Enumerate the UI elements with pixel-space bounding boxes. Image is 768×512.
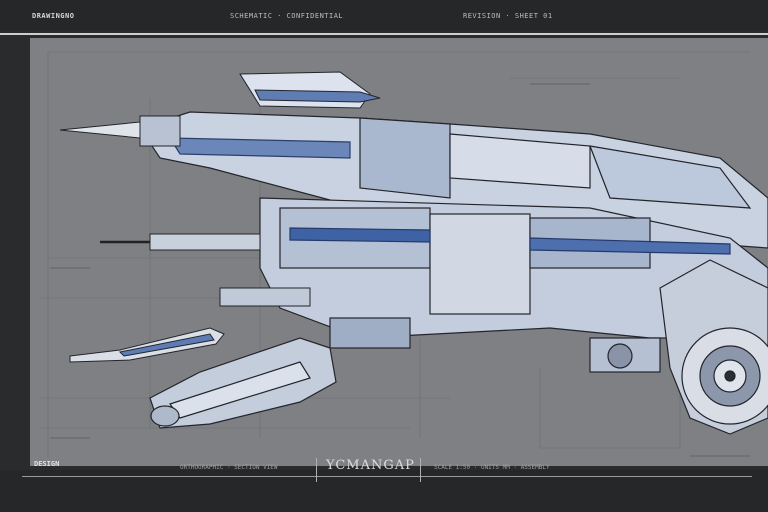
header-bar: DRAWINGNO SCHEMATIC · CONFIDENTIAL REVIS… xyxy=(0,0,768,30)
lower-thruster-pod xyxy=(149,337,337,429)
header-right-label: REVISION · SHEET 01 xyxy=(463,12,553,20)
top-turret xyxy=(239,71,381,109)
footer-left-caption: ORTHOGRAPHIC · SECTION VIEW xyxy=(180,464,278,471)
footer-logo: DESIGN xyxy=(34,460,60,468)
footer-bar xyxy=(0,470,768,512)
side-cannons xyxy=(69,233,311,363)
footer-rule xyxy=(22,476,752,477)
blueprint-sheet xyxy=(30,38,768,466)
header-left-label: DRAWINGNO xyxy=(32,12,75,20)
rear-engine-ring xyxy=(589,259,768,435)
dimension-marks xyxy=(50,83,750,457)
footer-divider-left xyxy=(316,458,317,482)
nose-spike xyxy=(59,115,181,147)
header-center-label: SCHEMATIC · CONFIDENTIAL xyxy=(230,12,344,20)
mid-body xyxy=(259,197,768,349)
spaceship-blueprint-drawing xyxy=(40,51,768,458)
header-rule xyxy=(0,33,768,35)
title-block-name: YCMANGAP xyxy=(326,458,415,473)
footer-right-caption: SCALE 1:50 · UNITS MM · ASSEMBLY xyxy=(434,464,550,471)
footer-divider-right xyxy=(420,458,421,482)
